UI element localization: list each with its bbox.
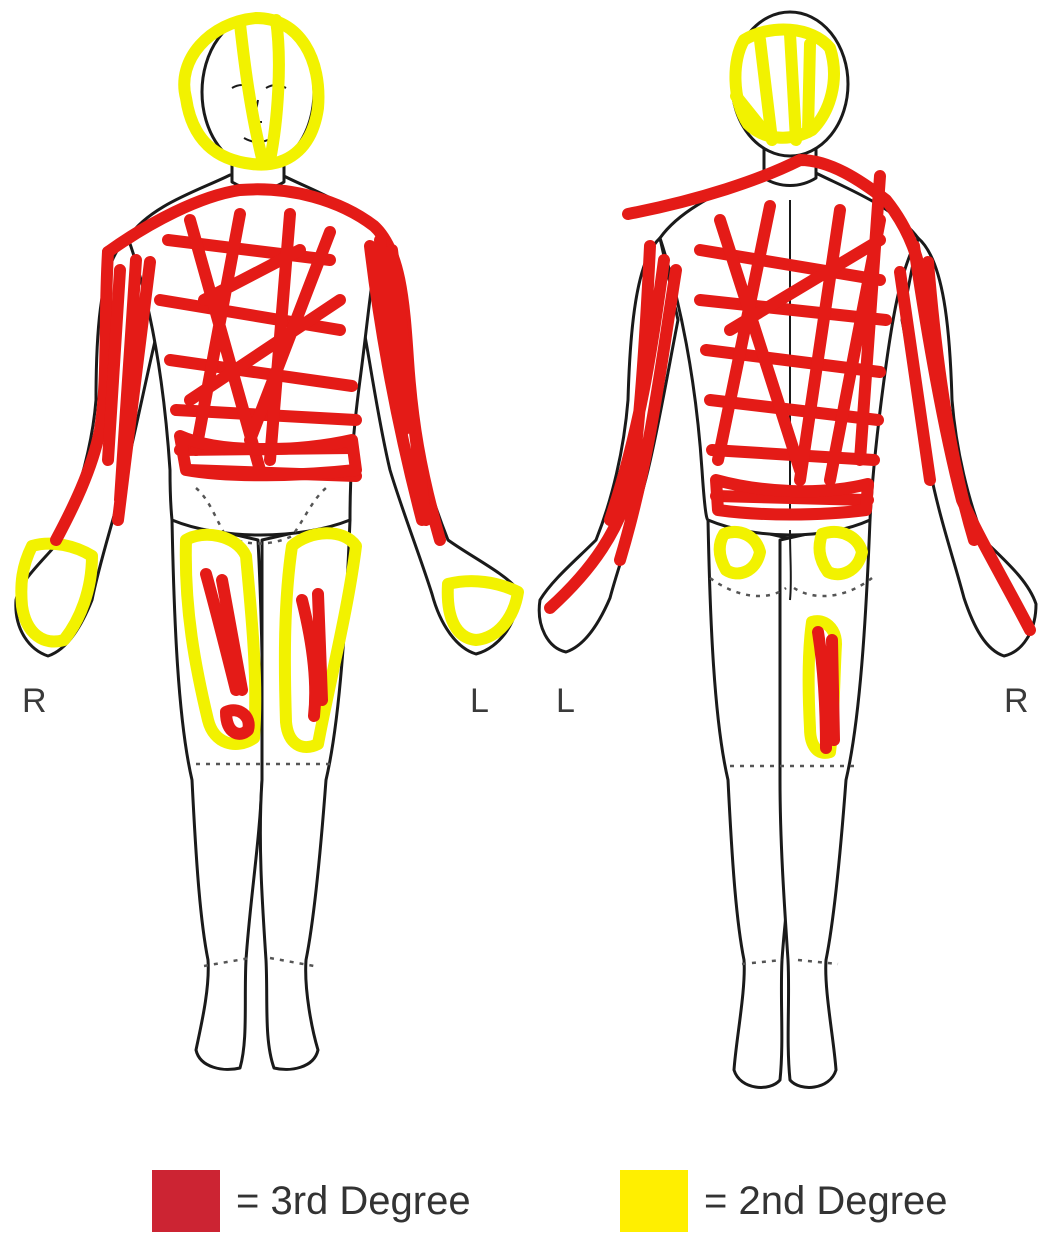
front-right-side-label: R — [22, 684, 47, 718]
third-degree-label: = 3rd Degree — [236, 1179, 471, 1224]
back-left-side-label: L — [556, 684, 575, 718]
legend-third-degree: = 3rd Degree — [152, 1166, 471, 1236]
front-left-side-label: L — [470, 684, 489, 718]
back-right-leg — [780, 520, 870, 1087]
legend-second-degree: = 2nd Degree — [620, 1166, 948, 1236]
back-body-figure — [539, 12, 1036, 1087]
second-degree-swatch — [620, 1170, 688, 1232]
back-buttocks-line — [790, 530, 791, 600]
second-degree-label: = 2nd Degree — [704, 1179, 948, 1224]
third-degree-swatch — [152, 1170, 220, 1232]
front-body-figure — [16, 16, 518, 1069]
back-right-side-label: R — [1004, 684, 1029, 718]
